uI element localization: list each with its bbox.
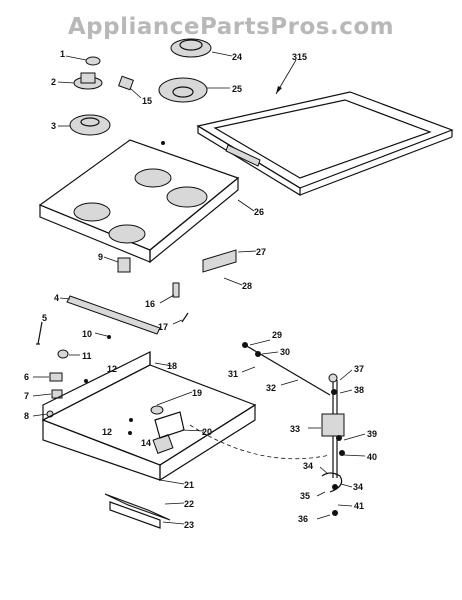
- callout-32: 32: [266, 383, 276, 393]
- part-drip-bowl-3: [58, 114, 111, 136]
- callout-27: 27: [256, 247, 266, 257]
- callout-2: 2: [51, 77, 56, 87]
- callout-30: 30: [280, 347, 290, 357]
- callout-41: 41: [354, 501, 364, 511]
- callout-7: 7: [24, 391, 29, 401]
- callout-39: 39: [367, 429, 377, 439]
- part-drip-pan-25: [158, 77, 230, 103]
- callout-37: 37: [354, 364, 364, 374]
- site-watermark: AppliancePartsPros.com: [67, 14, 395, 40]
- callout-40: 40: [367, 452, 377, 462]
- part-screw-5: [36, 321, 43, 345]
- callout-8: 8: [24, 411, 29, 421]
- callout-20: 20: [202, 427, 212, 437]
- callout-26: 26: [254, 207, 264, 217]
- callout-11: 11: [82, 351, 92, 361]
- part-bracket-27: [202, 249, 257, 286]
- callout-9: 9: [98, 252, 103, 262]
- part-glass-top-315: [196, 59, 454, 197]
- callout-34: 34: [303, 461, 313, 471]
- part-cooktop-26: [38, 139, 255, 273]
- callout-19: 19: [192, 388, 202, 398]
- callout-34b: 34: [353, 482, 363, 492]
- callout-6: 6: [24, 372, 29, 382]
- callout-10: 10: [82, 329, 92, 339]
- callout-25: 25: [232, 84, 242, 94]
- callout-16: 16: [145, 299, 155, 309]
- part-screw-10: [94, 332, 111, 339]
- part-screw-17: [172, 312, 189, 325]
- callout-29: 29: [272, 330, 282, 340]
- callout-15: 15: [142, 96, 152, 106]
- part-element-24: [170, 38, 233, 58]
- part-valve-33: [308, 369, 366, 520]
- part-trim-4: [59, 295, 161, 335]
- part-bracket-23: [104, 493, 185, 529]
- callout-33: 33: [290, 424, 300, 434]
- callout-14: 14: [141, 438, 151, 448]
- callout-24: 24: [232, 52, 242, 62]
- screw-dot: [161, 141, 165, 145]
- callout-12b: 12: [102, 427, 112, 437]
- callout-18: 18: [167, 361, 177, 371]
- callout-3: 3: [51, 121, 56, 131]
- callout-38: 38: [354, 385, 364, 395]
- callout-12: 12: [107, 364, 117, 374]
- callout-22: 22: [184, 499, 194, 509]
- part-bottom-plate-21: [41, 351, 257, 485]
- part-clip-7: [32, 389, 63, 399]
- part-knob-1: [65, 55, 101, 66]
- part-hinge-16: [159, 282, 180, 304]
- callout-315: 315: [292, 52, 307, 62]
- part-rod-32: [241, 339, 331, 396]
- callout-21: 21: [184, 480, 194, 490]
- callout-36: 36: [298, 514, 308, 524]
- callout-23: 23: [184, 520, 194, 530]
- part-receptacle-15: [118, 75, 142, 99]
- callout-5: 5: [42, 313, 47, 323]
- callout-17: 17: [158, 322, 168, 332]
- part-clip-6: [33, 372, 63, 382]
- callout-35: 35: [300, 491, 310, 501]
- callout-4: 4: [54, 293, 59, 303]
- callout-31: 31: [228, 369, 238, 379]
- callout-labels: 1 2 3 4 5 6 7 8 9 10 11 12 12 14 15 16 1…: [24, 49, 377, 530]
- part-switch-11: [57, 349, 80, 359]
- callout-1: 1: [60, 49, 65, 59]
- part-switch-2: [57, 72, 103, 90]
- callout-28: 28: [242, 281, 252, 291]
